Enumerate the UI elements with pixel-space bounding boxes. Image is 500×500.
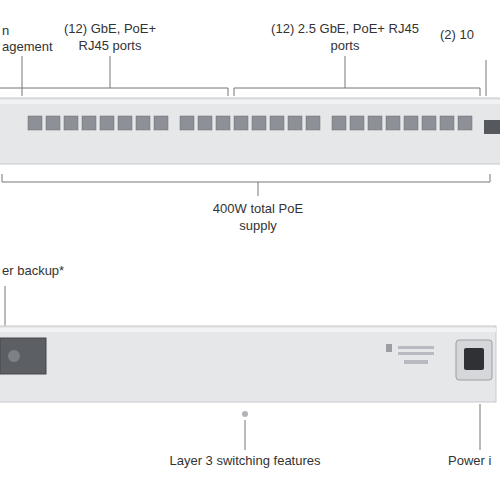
rj45-port — [198, 116, 212, 130]
rj45-port — [440, 116, 454, 130]
rj45-port — [458, 116, 472, 130]
rj45-port — [234, 116, 248, 130]
callout-label: Layer 3 switching features — [150, 452, 340, 469]
rj45-port — [306, 116, 320, 130]
rj45-port — [154, 116, 168, 130]
callout-label: Power i — [448, 452, 498, 469]
callout-label: (12) GbE, PoE+ RJ45 ports — [50, 20, 170, 54]
rj45-port — [288, 116, 302, 130]
rj45-port — [332, 116, 346, 130]
callout-label: er backup* — [2, 262, 92, 279]
rj45-port — [28, 116, 42, 130]
rj45-port — [46, 116, 60, 130]
rj45-port — [386, 116, 400, 130]
rj45-port — [368, 116, 382, 130]
rj45-port — [64, 116, 78, 130]
callout-label: 400W total PoE supply — [198, 200, 318, 234]
rj45-port — [350, 116, 364, 130]
rj45-port — [180, 116, 194, 130]
callout-label: (12) 2.5 GbE, PoE+ RJ45 ports — [270, 20, 420, 54]
rj45-port — [252, 116, 266, 130]
rj45-port — [136, 116, 150, 130]
callout-label: n — [2, 22, 22, 39]
rj45-port — [82, 116, 96, 130]
rj45-port — [422, 116, 436, 130]
rj45-port — [118, 116, 132, 130]
rj45-port — [404, 116, 418, 130]
callout-label: (2) 10 — [440, 26, 498, 43]
callout-label: agement — [2, 38, 62, 55]
rj45-port — [216, 116, 230, 130]
rj45-port — [270, 116, 284, 130]
rj45-port — [100, 116, 114, 130]
